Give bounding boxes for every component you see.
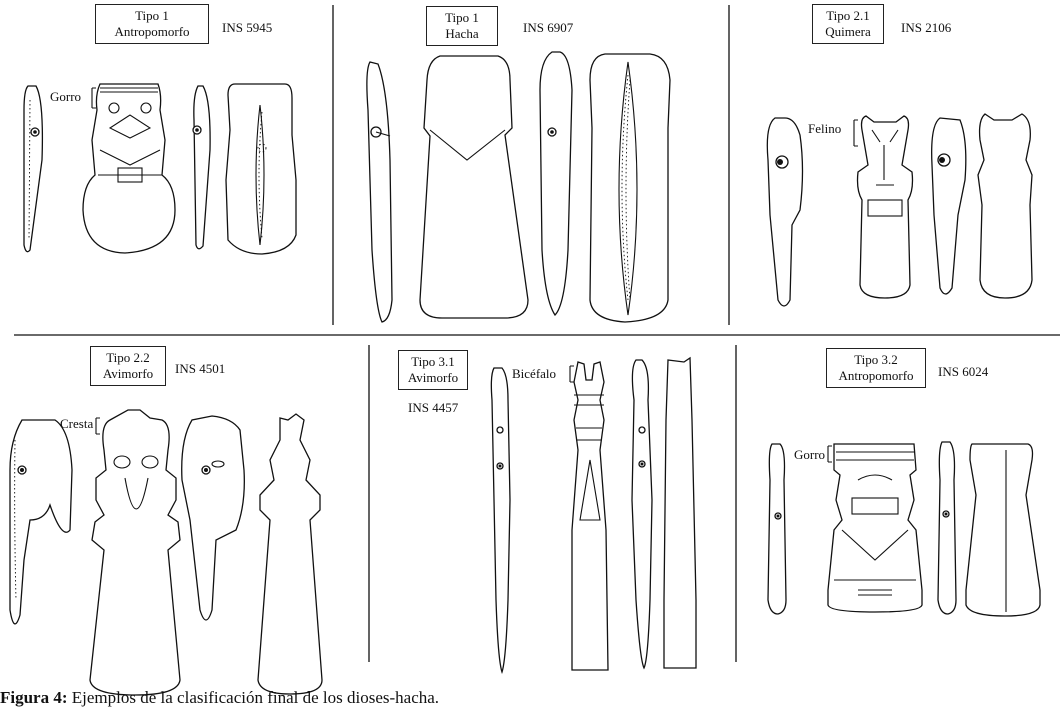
axe-god-ins-4457-drawing [490,356,697,675]
type-tipo: Tipo 2.2 [106,350,150,365]
type-label-avimorfo-2: Tipo 3.1 Avimorfo [398,350,468,390]
type-name: Hacha [445,26,479,41]
type-label-quimera: Tipo 2.1 Quimera [812,4,884,44]
type-label-antropomorfo-1: Tipo 1 Antropomorfo [95,4,209,44]
caption-text: Ejemplos de la clasificación final de lo… [67,688,440,707]
type-tipo: Tipo 3.2 [854,352,898,367]
annotation-gorro: Gorro [794,447,826,462]
axe-ins-6907-drawing [366,51,671,323]
axe-god-ins-4501-drawing [9,409,323,696]
type-name: Avimorfo [102,366,154,381]
axe-god-ins-5945-drawing [23,83,297,255]
type-tipo: Tipo 1 [135,8,169,23]
annotation-bicefalo: Bicéfalo [512,366,557,381]
inventory-number: INS 4457 [408,400,459,415]
annotation-cresta: Cresta [60,416,94,431]
figure-caption: Figura 4: Ejemplos de la clasificación f… [0,688,439,708]
inventory-number: INS 5945 [222,20,273,35]
inventory-number: INS 6024 [938,364,989,379]
type-name: Quimera [825,24,871,39]
axe-god-ins-6024-drawing [767,441,1041,617]
type-name: Avimorfo [407,370,459,385]
inventory-number: INS 6907 [523,20,574,35]
type-name: Antropomorfo [114,24,190,39]
inventory-number: INS 2106 [901,20,952,35]
caption-label: Figura 4: [0,688,68,707]
type-label-antropomorfo-2: Tipo 3.2 Antropomorfo [826,348,926,388]
annotation-felino: Felino [808,121,842,136]
annotation-gorro: Gorro [50,89,82,104]
type-name: Antropomorfo [838,368,914,383]
type-label-hacha: Tipo 1 Hacha [426,6,498,46]
type-tipo: Tipo 3.1 [411,354,455,369]
axe-god-ins-2106-drawing [766,113,1033,307]
type-tipo: Tipo 2.1 [826,8,870,23]
type-tipo: Tipo 1 [445,10,479,25]
type-label-avimorfo-1: Tipo 2.2 Avimorfo [90,346,166,386]
inventory-number: INS 4501 [175,361,226,376]
